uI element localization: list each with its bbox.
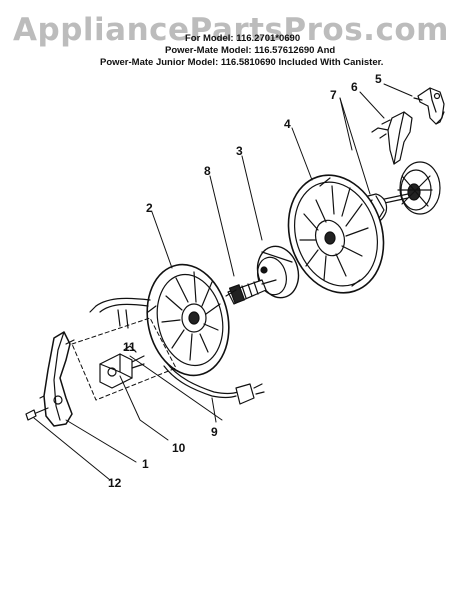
callout-3: 3 — [236, 144, 243, 158]
part-8-ratchet-shaft — [228, 280, 276, 304]
header-line-2: Power-Mate Model: 116.57612690 And — [165, 45, 336, 56]
leader-lines — [34, 84, 412, 480]
part-11-terminal-block — [100, 346, 144, 388]
part-3-spring-disc — [252, 242, 304, 303]
part-2-rear-cover — [137, 257, 239, 383]
callout-5: 5 — [375, 72, 382, 86]
callout-11: 11 — [123, 340, 136, 354]
part-5-latch — [414, 88, 444, 124]
callout-7: 7 — [330, 88, 337, 102]
callout-2: 2 — [146, 201, 153, 215]
part-1-end-housing — [40, 332, 74, 426]
callout-6: 6 — [351, 80, 358, 94]
part-6-bracket — [372, 112, 412, 164]
callout-9: 9 — [211, 425, 218, 439]
callout-4: 4 — [284, 117, 291, 131]
header-line-1: For Model: 116.2701*0690 — [185, 33, 301, 44]
dashed-assembly-box — [72, 318, 176, 400]
part-12-screw — [26, 408, 48, 420]
callout-1: 1 — [142, 457, 149, 471]
header-line-3: Power-Mate Junior Model: 116.5810690 Inc… — [100, 57, 384, 68]
callout-12: 12 — [108, 476, 122, 490]
watermark-text: AppliancePartsPros.com — [13, 12, 449, 48]
callout-8: 8 — [204, 164, 211, 178]
part-10-wiring — [90, 298, 150, 328]
part-9-cord-plug — [164, 362, 264, 404]
part-4-cord-reel — [274, 163, 399, 306]
callout-10: 10 — [172, 441, 186, 455]
